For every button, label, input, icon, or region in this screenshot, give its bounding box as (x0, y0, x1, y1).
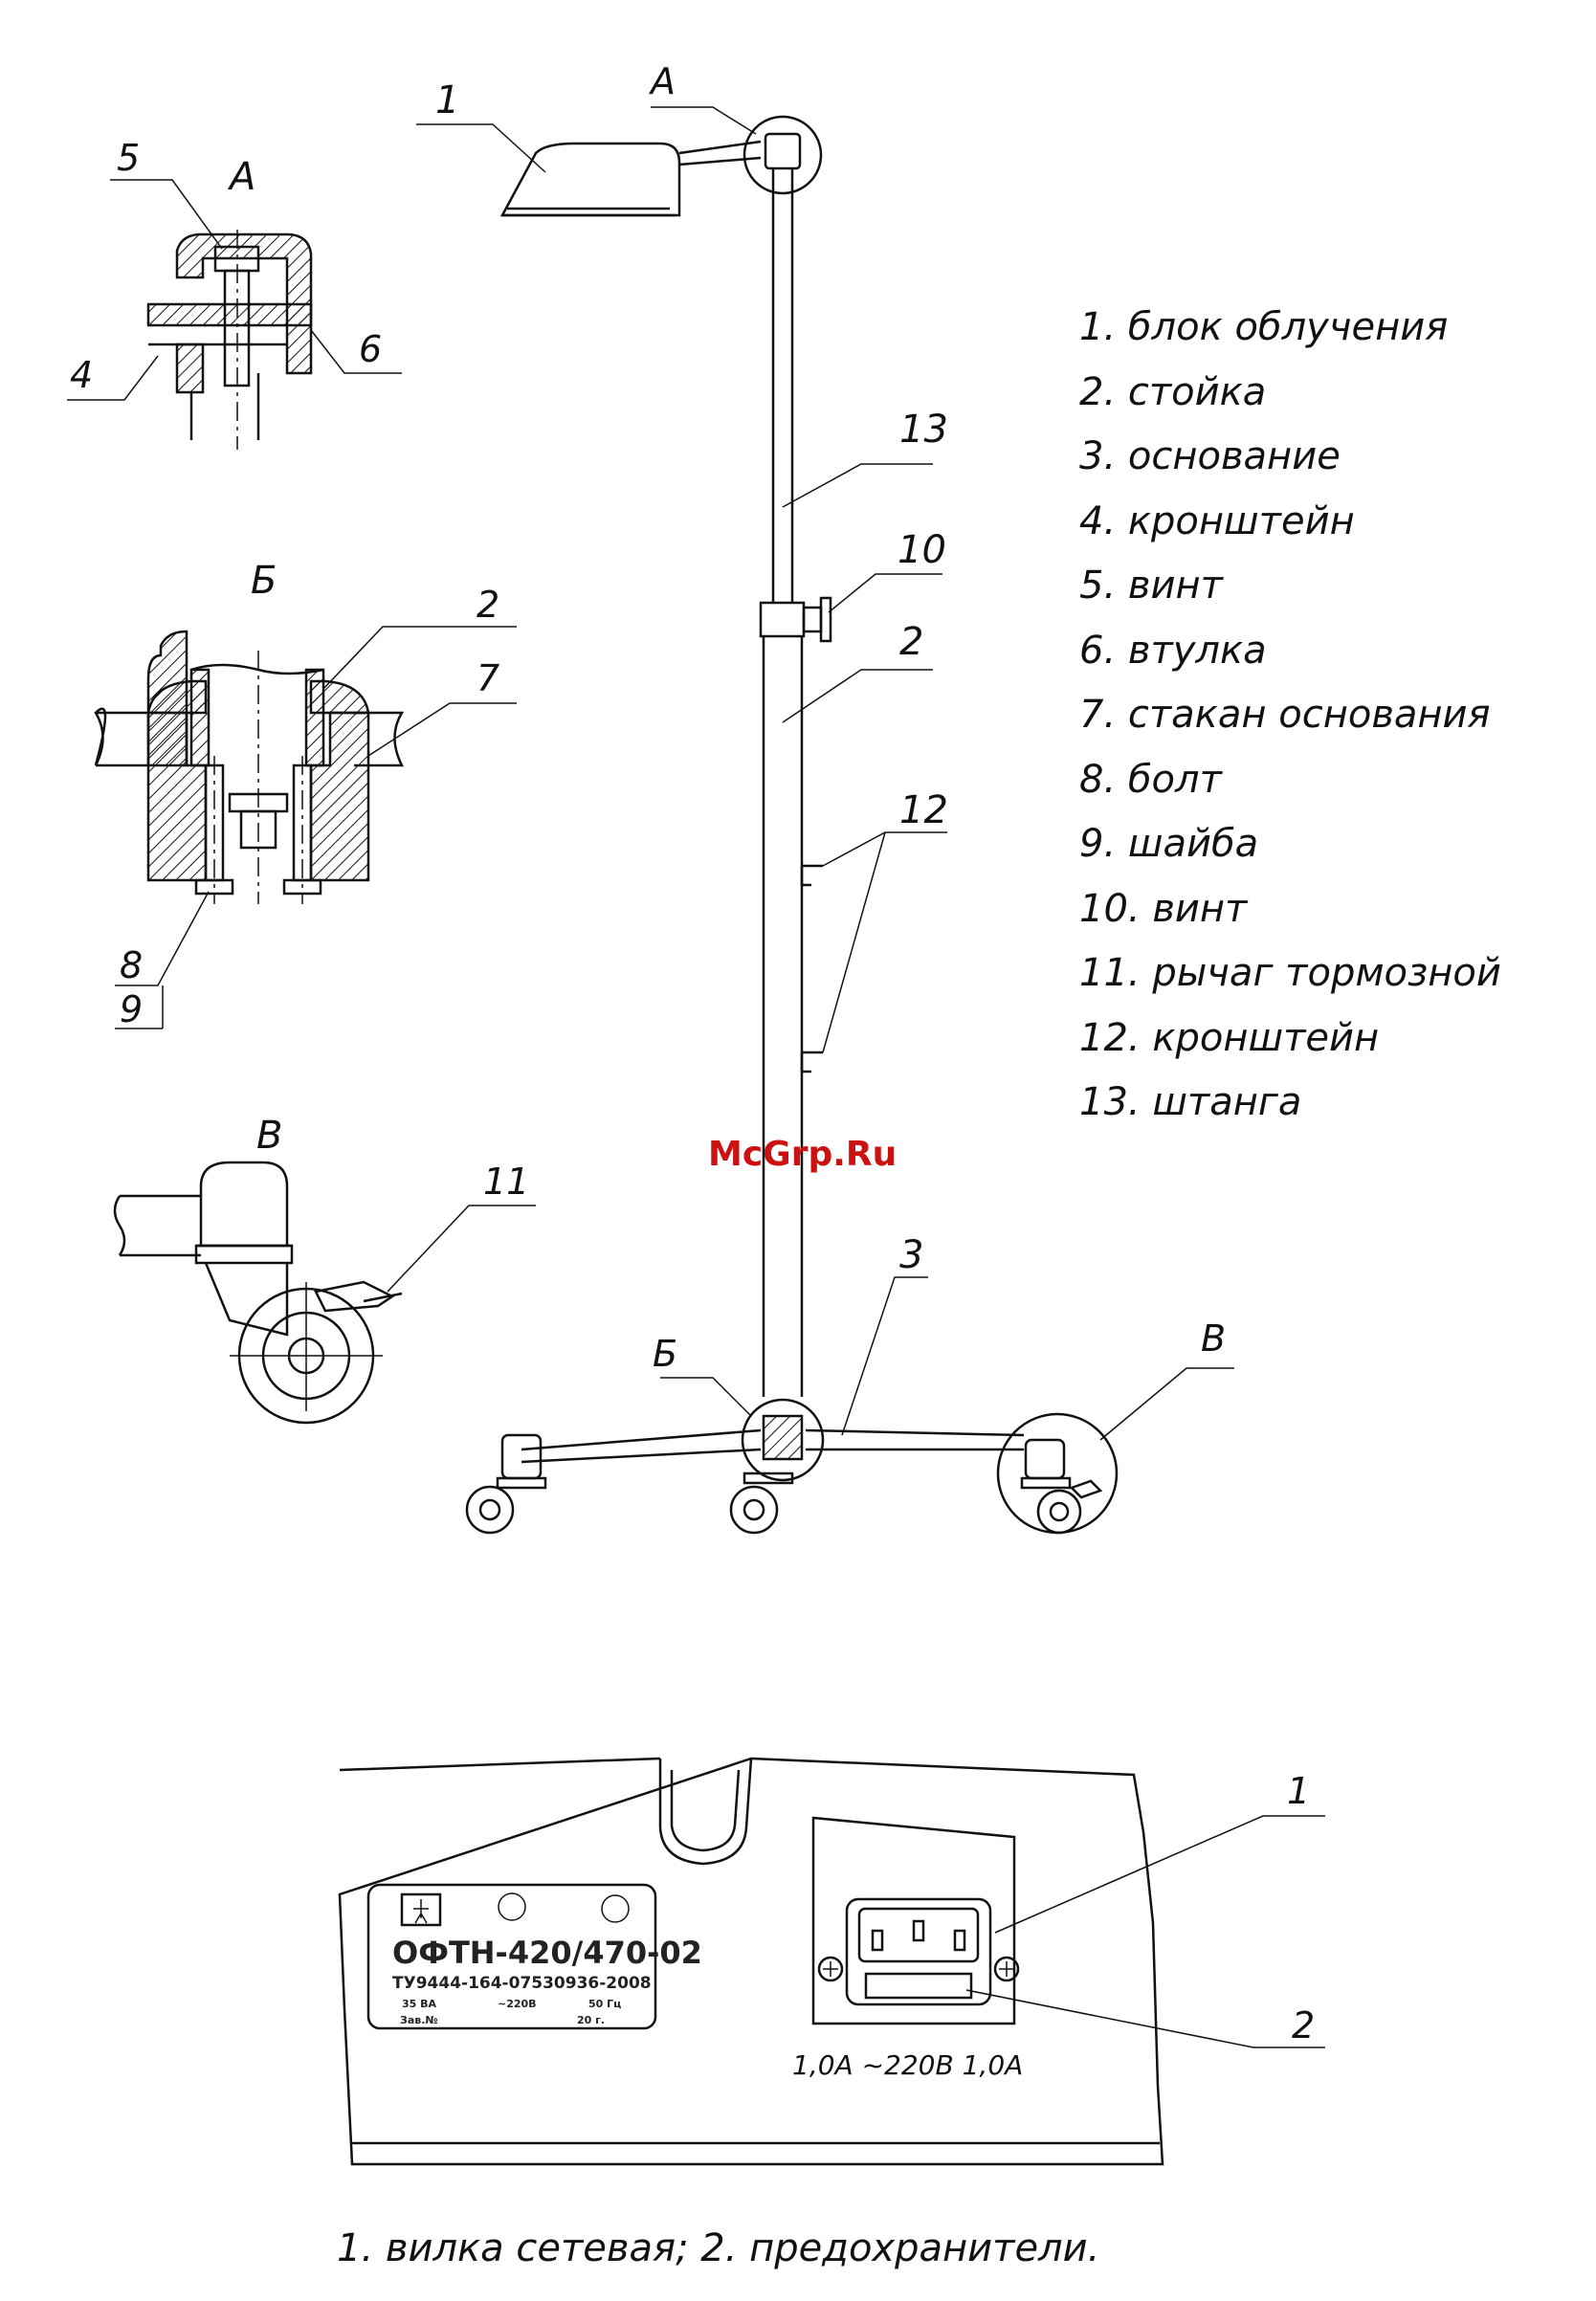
callout-11: 11 (483, 1161, 529, 1203)
plate-voltage: ~220В (498, 1998, 537, 2010)
detail-v: В 11 (113, 1114, 536, 1425)
plate-power: 35 ВА (402, 1998, 437, 2010)
detail-a-title: А (227, 155, 255, 199)
callout-4: 4 (70, 354, 93, 396)
callout-7: 7 (477, 657, 499, 699)
callout-1-lamp: 1 (435, 78, 459, 122)
callout-6: 6 (359, 328, 382, 370)
panel-caption: 1. вилка сетевая; 2. предохранители. (337, 2226, 1099, 2270)
legend-item-4: 4. кронштейн (1079, 499, 1355, 543)
legend-item-13: 13. штанга (1079, 1080, 1301, 1124)
plate-frequency: 50 Гц (588, 1998, 621, 2010)
detail-b: Б 2 7 8 9 (94, 559, 517, 1030)
callout-3: 3 (899, 1233, 923, 1277)
fuse-rating-label: 1,0А ~220В 1,0А (792, 2049, 1023, 2081)
view-a-marker: А (648, 60, 676, 102)
plate-year: 20 г. (577, 2014, 605, 2026)
callout-2-fuse: 2 (1292, 2004, 1315, 2047)
legend-item-11: 11. рычаг тормозной (1079, 951, 1501, 995)
callout-2-stand: 2 (899, 620, 923, 664)
plate-serial: Зав.№ (400, 2014, 438, 2026)
legend-item-3: 3. основание (1079, 434, 1341, 478)
plate-spec: ТУ9444-164-07530936-2008 (392, 1974, 652, 1993)
main-stand: А 1 13 10 2 12 3 (416, 60, 1234, 1535)
callout-2-b: 2 (477, 584, 499, 626)
callout-9: 9 (120, 988, 143, 1030)
legend-item-2: 2. стойка (1079, 370, 1266, 414)
callout-13: 13 (899, 408, 948, 452)
legend-item-12: 12. кронштейн (1079, 1016, 1379, 1060)
plate-model: ОФТН-420/470-02 (392, 1935, 702, 1971)
legend-item-7: 7. стакан основания (1079, 693, 1491, 737)
device-back-panel: ОФТН-420/470-02 ТУ9444-164-07530936-2008… (338, 1757, 1325, 2166)
parts-legend: 1. блок облучения 2. стойка 3. основание… (1079, 305, 1501, 1124)
callout-12: 12 (899, 788, 948, 832)
callout-1-plug: 1 (1287, 1770, 1310, 1812)
legend-item-6: 6. втулка (1079, 629, 1267, 673)
detail-v-title: В (256, 1114, 282, 1158)
callout-10: 10 (898, 528, 946, 572)
watermark-text: McGrp.Ru (708, 1135, 897, 1174)
legend-item-10: 10. винт (1079, 887, 1249, 931)
callout-5: 5 (117, 137, 140, 179)
legend-item-1: 1. блок облучения (1079, 305, 1448, 349)
legend-item-5: 5. винт (1079, 564, 1225, 608)
detail-a: А 5 6 4 (67, 137, 402, 450)
view-v-marker: В (1201, 1317, 1226, 1360)
legend-item-8: 8. болт (1079, 758, 1224, 802)
legend-item-9: 9. шайба (1079, 822, 1258, 866)
callout-8: 8 (120, 944, 143, 986)
detail-b-title: Б (251, 559, 277, 603)
view-b-marker: Б (653, 1333, 677, 1375)
